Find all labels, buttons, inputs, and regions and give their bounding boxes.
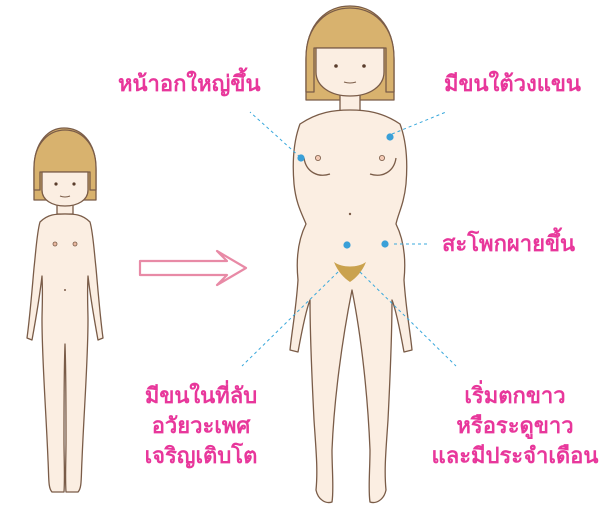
label-discharge-line-3: และมีประจำเดือน [420, 442, 610, 472]
dot-underarm [386, 133, 393, 140]
label-underarm: มีขนใต้วงแขน [444, 70, 581, 100]
label-discharge-line-2: หรือระดูขาว [420, 412, 610, 442]
adult-figure [290, 6, 412, 503]
label-hips: สะโพกผายขึ้น [442, 230, 575, 260]
label-discharge-line-1: เริ่มตกขาว [420, 382, 610, 412]
label-pubic-hair: มีขนในที่ลับ อวัยวะเพศ เจริญเติบโต [116, 382, 286, 472]
label-discharge-period: เริ่มตกขาว หรือระดูขาว และมีประจำเดือน [420, 382, 610, 472]
label-pubic-hair-line-1: มีขนในที่ลับ [116, 382, 286, 412]
adult-face [316, 48, 384, 96]
dot-breasts [297, 154, 304, 161]
right-arrow-icon [140, 251, 246, 285]
child-face [42, 172, 88, 206]
label-breasts: หน้าอกใหญ่ขึ้น [118, 70, 261, 100]
label-pubic-hair-line-2: อวัยวะเพศ [116, 412, 286, 442]
pointer-breasts [250, 112, 300, 157]
pointer-underarm [392, 112, 446, 134]
child-body [27, 214, 103, 492]
dot-navel [343, 241, 350, 248]
label-pubic-hair-line-3: เจริญเติบโต [116, 442, 286, 472]
dot-hips [381, 240, 388, 247]
child-figure [27, 128, 103, 492]
